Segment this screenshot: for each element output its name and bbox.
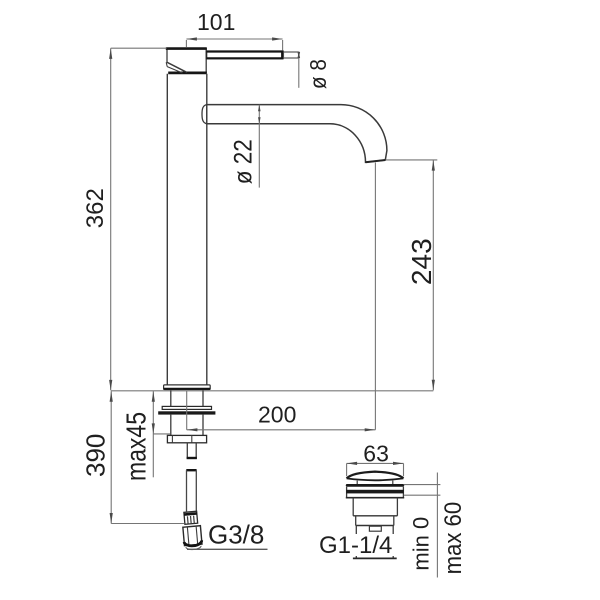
svg-text:362: 362	[82, 188, 109, 228]
svg-text:390: 390	[80, 434, 110, 477]
svg-text:63: 63	[363, 441, 389, 467]
svg-text:ø 8: ø 8	[305, 59, 331, 89]
svg-text:200: 200	[258, 402, 296, 428]
svg-text:ø 22: ø 22	[230, 139, 258, 184]
svg-text:max45: max45	[121, 412, 152, 481]
svg-text:243: 243	[406, 238, 437, 285]
svg-text:min 0: min 0	[409, 517, 434, 571]
svg-text:G3/8: G3/8	[208, 519, 264, 549]
svg-text:max 60: max 60	[440, 502, 467, 575]
svg-text:101: 101	[197, 9, 235, 35]
svg-text:G1-1/4: G1-1/4	[319, 532, 392, 559]
